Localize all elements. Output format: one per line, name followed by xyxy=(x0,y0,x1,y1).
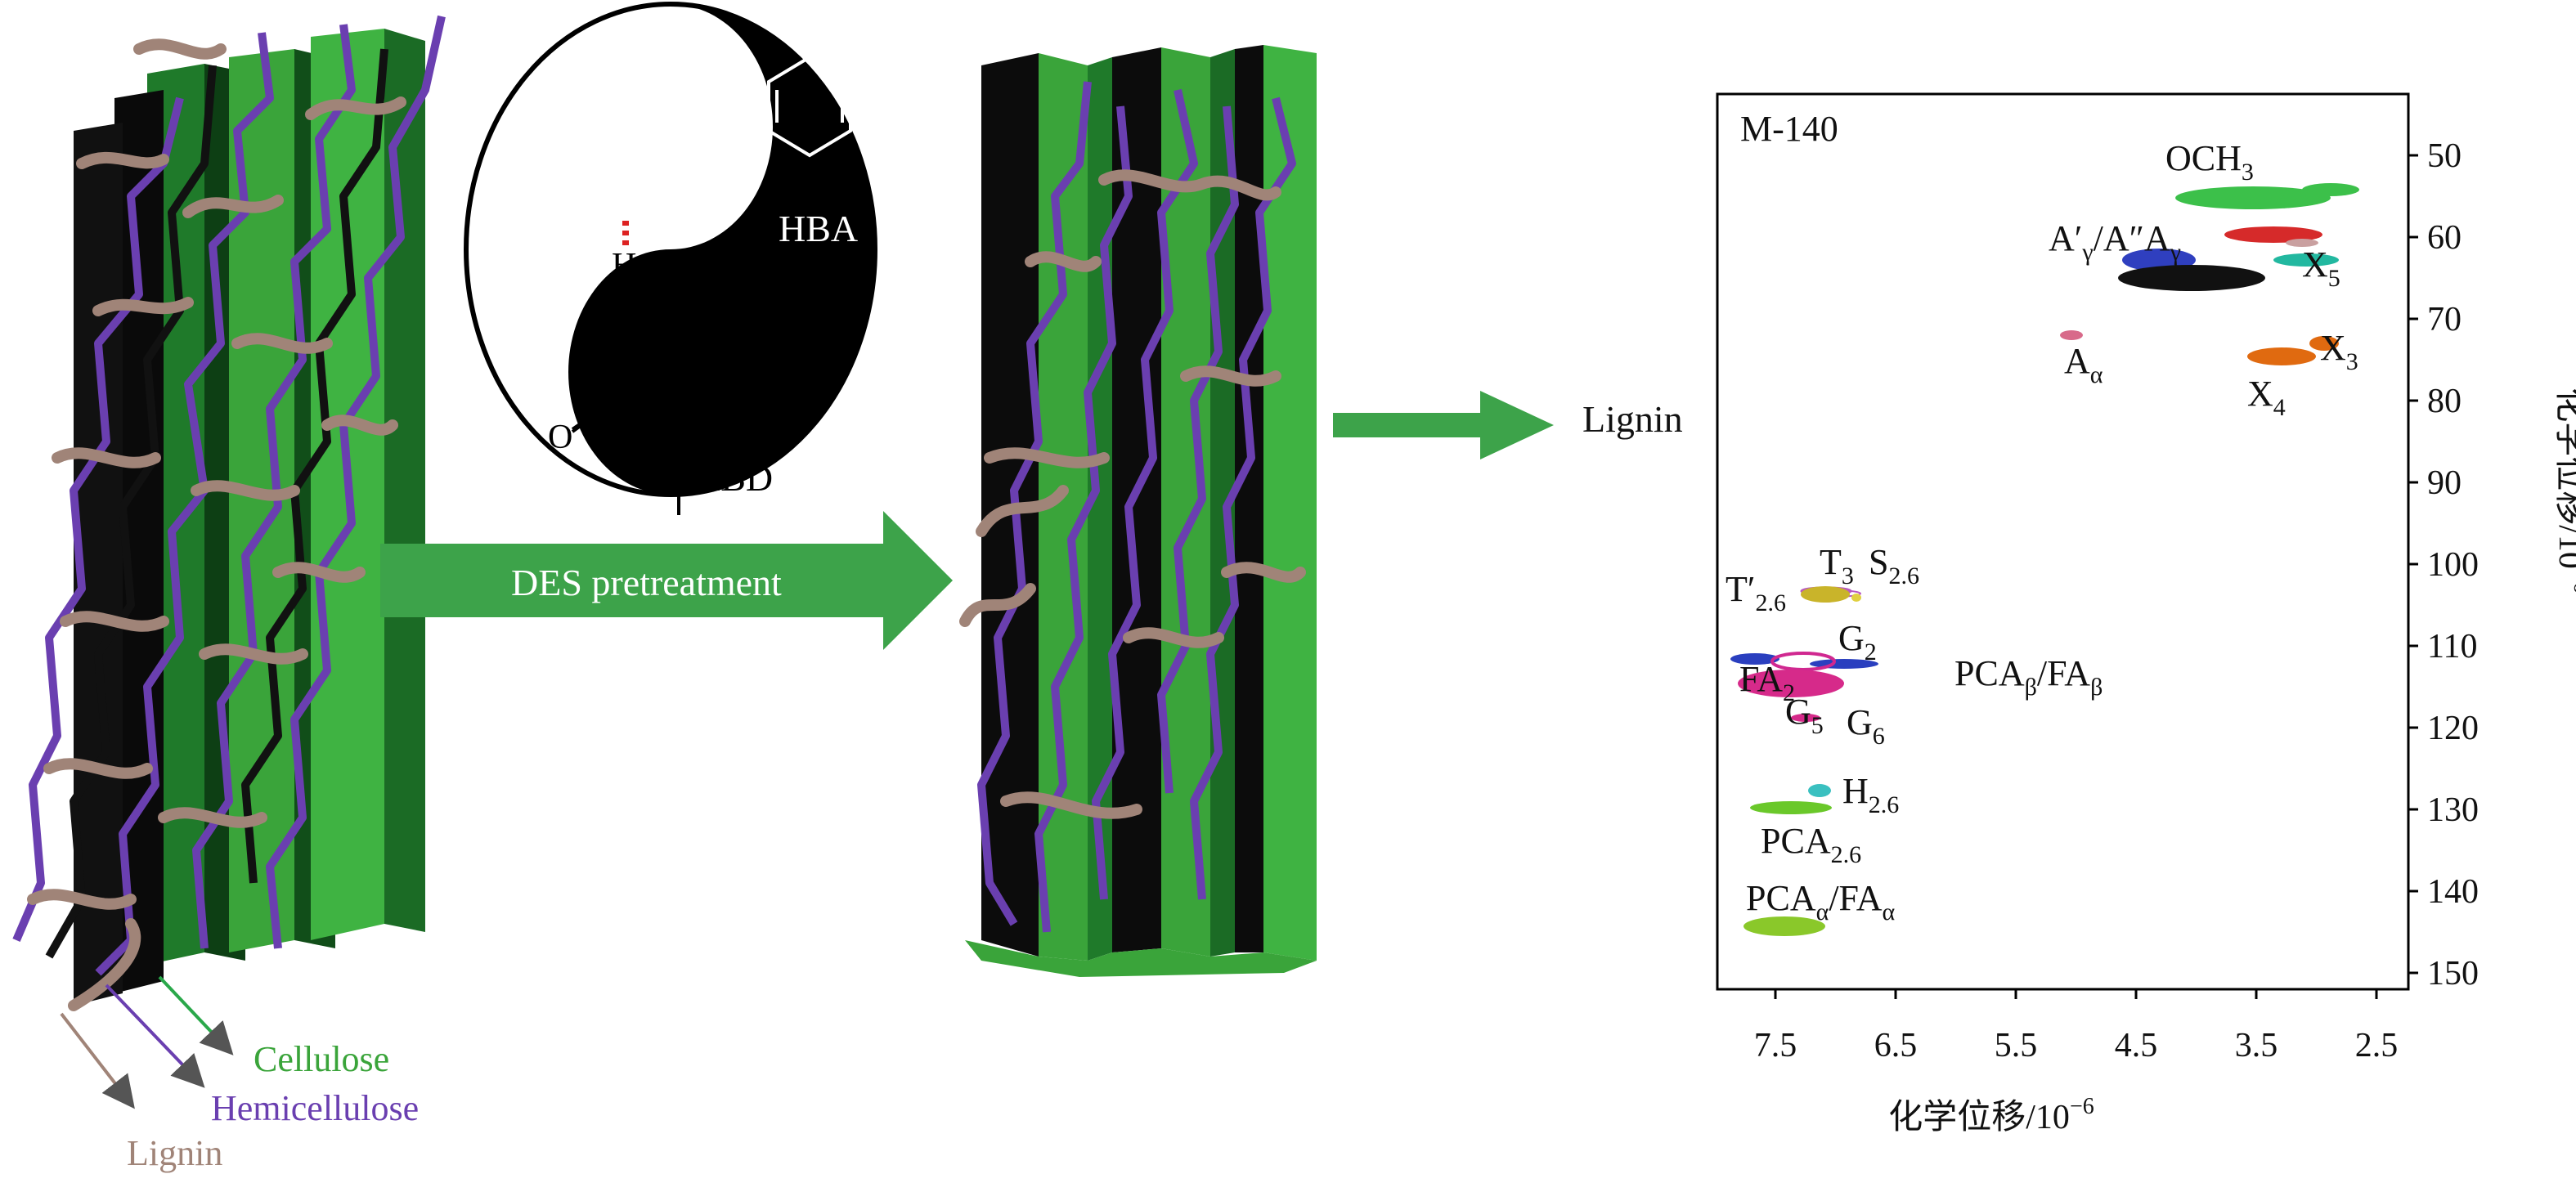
peak-och3 xyxy=(2175,186,2331,209)
peak-pca26 xyxy=(1750,801,1832,814)
label-pca-beta: PCAβ/FAβ xyxy=(1954,653,2103,701)
y-tick-label: 90 xyxy=(2427,464,2462,502)
peak-a-alpha xyxy=(2060,330,2083,340)
y-tick-label: 150 xyxy=(2427,955,2479,993)
peak-x5 xyxy=(2273,253,2339,267)
y-tick-label: 80 xyxy=(2427,383,2462,420)
lignin-output-label: Lignin xyxy=(1582,398,1683,440)
x-tick-label: 4.5 xyxy=(2115,1027,2158,1064)
peak-pca-alpha xyxy=(1744,916,1825,936)
y-tick-label: 130 xyxy=(2427,791,2479,829)
y-tick-label: 120 xyxy=(2427,710,2479,747)
atom-o-carbonyl: O xyxy=(548,419,572,456)
label-x5: X5 xyxy=(2302,244,2340,292)
hemicellulose-label: Hemicellulose xyxy=(211,1088,419,1128)
y-tick-label: 50 xyxy=(2427,137,2462,175)
label-g6: G6 xyxy=(1847,702,1885,750)
atom-o-ether: O xyxy=(724,375,748,413)
y-tick-label: 100 xyxy=(2427,546,2479,584)
peak-t3 xyxy=(1801,586,1850,603)
atom-i: I xyxy=(740,356,751,390)
x-axis-title: 化学位移/10−6 xyxy=(1888,1094,2094,1136)
atom-o-hydroxyl: O xyxy=(612,306,636,343)
nmr-cross-peaks xyxy=(1730,183,2359,936)
peak-x2 xyxy=(2118,265,2265,291)
lignin-ribbons-raw xyxy=(27,38,406,1011)
lignin-output-arrow xyxy=(1333,391,1554,459)
y-tick-label: 60 xyxy=(2427,219,2462,257)
raw-biomass-bundle xyxy=(12,15,446,1011)
hbd-label: HBD xyxy=(693,457,773,499)
lignin-ribbons-pretreated xyxy=(959,169,1306,819)
nmr-sample-label: M-140 xyxy=(1740,109,1838,149)
nmr-y-axis: 50 60 70 80 90 100 110 120 130 140 150 化… xyxy=(2408,137,2576,993)
label-pca-alpha: PCAα/FAα xyxy=(1746,878,1896,925)
y-tick-label: 110 xyxy=(2427,628,2477,665)
des-yinyang-diagram: N HBA Cl H O O O I HBD xyxy=(464,2,877,515)
hba-label: HBA xyxy=(779,208,858,249)
atom-n: N xyxy=(671,131,692,164)
peak-h26 xyxy=(1808,784,1831,797)
label-och3: OCH3 xyxy=(2165,138,2254,186)
y-tick-label: 70 xyxy=(2427,301,2462,338)
lignin-legend-label: Lignin xyxy=(127,1133,222,1173)
pretreated-biomass-bundle xyxy=(959,45,1317,977)
peak-s26 xyxy=(1851,594,1861,602)
des-pretreatment-arrow: DES pretreatment xyxy=(380,511,953,650)
peak-g6 xyxy=(1791,714,1820,722)
atom-cl: Cl xyxy=(609,185,642,222)
des-pretreatment-label: DES pretreatment xyxy=(511,562,782,603)
y-axis-title: 化学位移/10−6 xyxy=(2551,388,2576,593)
label-a-gamma: A′γ/A″Aγ xyxy=(2049,218,2181,266)
peak-x3 xyxy=(2309,336,2339,351)
cellulose-label: Cellulose xyxy=(254,1039,389,1079)
peak-g2 xyxy=(1770,652,1836,671)
hemicellulose-strands-pretreated xyxy=(977,81,1296,933)
peak-a-gamma xyxy=(2224,226,2322,243)
peak-x4 xyxy=(2247,347,2316,365)
nmr-hsqc-panel: M-140 7.5 6.5 5.5 4.5 3.5 2.5 化学位移/10−6 xyxy=(1716,92,2576,1136)
y-tick-label: 140 xyxy=(2427,873,2479,911)
peak-g5 xyxy=(1738,670,1844,697)
label-t3: T3 xyxy=(1820,542,1854,589)
hba-structure xyxy=(637,55,852,201)
x-tick-label: 6.5 xyxy=(1874,1027,1918,1064)
hbd-structure xyxy=(571,342,750,515)
x-tick-label: 2.5 xyxy=(2355,1027,2399,1064)
peak-fa2 xyxy=(1730,653,1779,665)
x-tick-label: 3.5 xyxy=(2235,1027,2278,1064)
atom-h: H xyxy=(612,247,636,285)
x-tick-label: 7.5 xyxy=(1754,1027,1797,1064)
nmr-x-axis: 7.5 6.5 5.5 4.5 3.5 2.5 化学位移/10−6 xyxy=(1754,989,2399,1136)
component-legend: Cellulose Hemicellulose Lignin xyxy=(60,975,419,1173)
x-tick-label: 5.5 xyxy=(1995,1027,2038,1064)
